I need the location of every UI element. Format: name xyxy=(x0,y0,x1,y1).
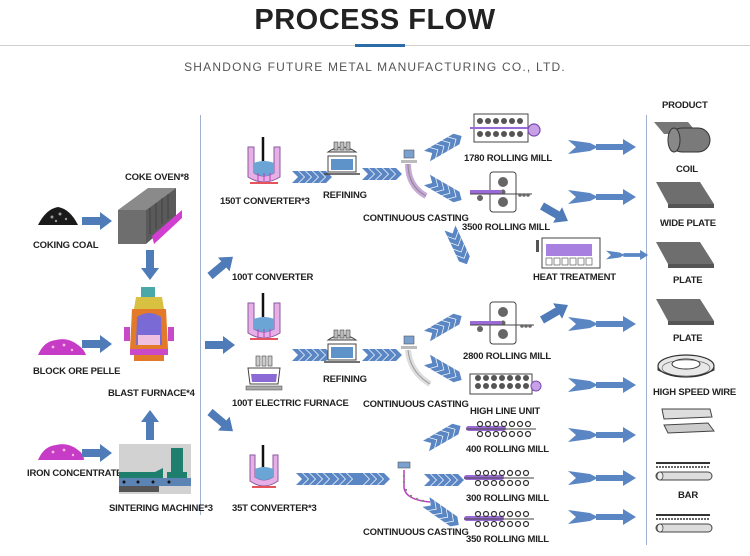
label-casting-2: CONTINUOUS CASTING xyxy=(363,399,469,410)
section-divider-right xyxy=(646,115,647,545)
chevrons-casting-to-highline xyxy=(425,356,461,378)
products-header: PRODUCT xyxy=(662,100,708,111)
heat-treatment-icon xyxy=(536,237,601,269)
refining-1-icon xyxy=(324,141,360,175)
label-casting-3: CONTINUOUS CASTING xyxy=(363,527,469,538)
label-coking-coal: COKING COAL xyxy=(33,240,99,251)
arrow-heat-to-plate xyxy=(606,250,649,260)
chevrons-35t-to-casting xyxy=(296,472,386,486)
arrow-300-to-bar xyxy=(568,470,636,486)
arrow-concentrate-to-sinter xyxy=(82,444,112,462)
continuous-casting-3-icon xyxy=(397,461,431,503)
coil-product-icon xyxy=(654,122,711,153)
label-high-line: HIGH LINE UNIT xyxy=(470,406,541,417)
high-speed-wire-icon xyxy=(657,354,715,378)
converter-100t-icon xyxy=(247,293,281,340)
label-mill-2800: 2800 ROLLING MILL xyxy=(463,351,551,362)
label-blast-furnace: BLAST FURNACE*4 xyxy=(108,388,195,399)
plate-product-icon-1 xyxy=(656,242,714,268)
refining-2-icon xyxy=(324,329,360,363)
rolling-mill-400-icon xyxy=(466,420,536,438)
chevrons-casting-to-2800 xyxy=(425,320,461,342)
continuous-casting-2-icon xyxy=(401,335,432,387)
label-mill-400: 400 ROLLING MILL xyxy=(466,444,549,455)
coke-oven-icon xyxy=(118,188,182,244)
product-label-wide-plate: WIDE PLATE xyxy=(660,218,716,229)
electric-furnace-icon xyxy=(245,355,283,391)
section-divider-left xyxy=(200,115,201,515)
arrow-350-to-bar xyxy=(568,509,636,525)
page-title: PROCESS FLOW xyxy=(254,4,496,36)
rolling-mill-350-icon xyxy=(464,510,534,528)
arrow-3500-to-heat xyxy=(537,198,573,229)
arrow-oven-to-furnace xyxy=(141,250,159,280)
label-mill-1780: 1780 ROLLING MILL xyxy=(464,153,552,164)
arrow-to-35t-converter xyxy=(204,405,239,439)
chevrons-casting-to-400 xyxy=(424,430,460,452)
arrow-highline-to-wire xyxy=(568,377,636,393)
label-mill-350: 350 ROLLING MILL xyxy=(466,534,549,545)
product-label-plate-2: PLATE xyxy=(673,333,703,344)
blast-furnace-icon xyxy=(124,287,174,361)
label-refining-2: REFINING xyxy=(323,374,367,385)
sintering-machine-icon xyxy=(119,444,191,494)
arrow-2800-to-plate xyxy=(568,316,636,332)
label-refining-1: REFINING xyxy=(323,190,367,201)
wide-plate-product-icon xyxy=(656,182,714,208)
label-block-ore: BLOCK ORE PELLE xyxy=(33,366,121,377)
arrow-3500-to-wide-plate xyxy=(568,189,636,205)
chevrons-casting-to-300 xyxy=(424,473,464,487)
label-converter-35t: 35T CONVERTER*3 xyxy=(232,503,317,514)
converter-35t-icon xyxy=(249,445,279,488)
chevrons-refining-to-casting-2 xyxy=(362,348,402,362)
block-ore-icon xyxy=(38,339,86,355)
arrow-ore-to-furnace xyxy=(82,335,112,353)
product-label-plate-1: PLATE xyxy=(673,275,703,286)
converter-150t-icon xyxy=(247,137,281,184)
label-mill-300: 300 ROLLING MILL xyxy=(466,493,549,504)
label-mill-3500: 3500 ROLLING MILL xyxy=(462,222,550,233)
chevrons-casting-to-1780 xyxy=(425,140,461,162)
section-steel-product-icon xyxy=(661,408,715,434)
rolling-mill-3500-icon xyxy=(470,171,532,213)
rolling-mill-1780-icon xyxy=(470,113,541,143)
plate-product-icon-2 xyxy=(656,299,714,325)
label-converter-150t: 150T CONVERTER*3 xyxy=(220,196,310,207)
product-label-high-speed-wire: HIGH SPEED WIRE xyxy=(653,387,737,398)
label-casting-1: CONTINUOUS CASTING xyxy=(363,213,469,224)
title-accent-bar xyxy=(355,44,405,47)
arrow-to-100t-group xyxy=(205,336,235,354)
bar-product-icon-2 xyxy=(655,514,713,533)
label-electric-furnace: 100T ELECTRIC FURNACE xyxy=(232,398,349,409)
chevrons-casting-to-3500 xyxy=(425,176,461,198)
label-converter-100t: 100T CONVERTER xyxy=(232,272,314,283)
continuous-casting-1-icon xyxy=(401,149,428,199)
label-coke-oven: COKE OVEN*8 xyxy=(125,172,189,183)
bar-product-icon-1 xyxy=(655,462,713,481)
arrow-400-to-product xyxy=(568,427,636,443)
chevrons-refining-to-casting-1 xyxy=(362,167,402,181)
chevrons-casting-to-350 xyxy=(424,498,460,522)
product-label-bar: BAR xyxy=(678,490,698,501)
label-iron-concentrate: IRON CONCENTRATE xyxy=(27,468,123,479)
high-line-unit-icon xyxy=(469,373,542,395)
arrow-coal-to-oven xyxy=(82,212,112,230)
product-label-coil: COIL xyxy=(676,164,698,175)
company-name: SHANDONG FUTURE METAL MANUFACTURING CO.,… xyxy=(184,60,566,74)
iron-concentrate-icon xyxy=(38,444,84,460)
rolling-mill-300-icon xyxy=(464,469,534,487)
label-heat-treatment: HEAT TREATMENT xyxy=(533,272,616,283)
arrow-1780-to-coil xyxy=(568,139,636,155)
rolling-mill-2800-icon xyxy=(470,301,534,345)
label-sintering: SINTERING MACHINE*3 xyxy=(109,503,213,514)
arrow-sinter-to-furnace xyxy=(141,410,159,440)
coking-coal-icon xyxy=(38,207,78,225)
